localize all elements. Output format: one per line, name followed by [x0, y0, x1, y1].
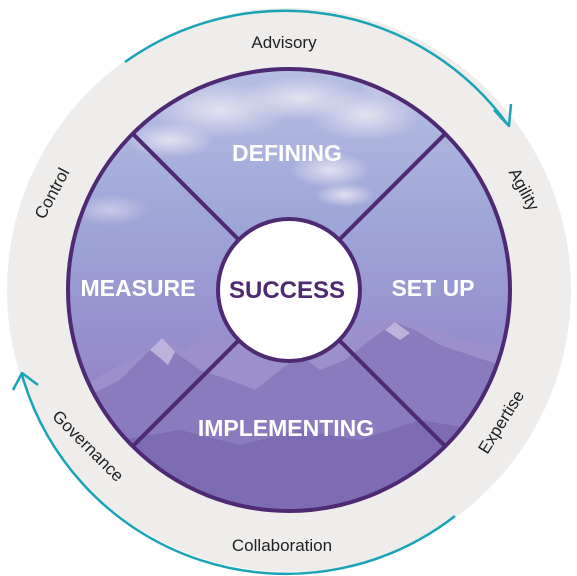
disc-border [66, 67, 512, 513]
center-circle [216, 217, 362, 363]
quadrant-label-top: DEFINING [232, 140, 342, 166]
ring-label-advisory: Advisory [251, 33, 317, 52]
quadrant-label-left: MEASURE [80, 275, 195, 301]
top-right-arrowhead-icon [493, 103, 513, 128]
bottom-left-arrow [20, 374, 456, 576]
quadrant-label-right: SET UP [391, 275, 474, 301]
bottom-left-arrowhead-icon [11, 371, 39, 391]
top-right-arrow [124, 9, 510, 126]
quadrant-label-bottom: IMPLEMENTING [198, 415, 374, 441]
ring-label-collaboration: Collaboration [232, 536, 332, 555]
center-label: SUCCESS [229, 277, 345, 304]
